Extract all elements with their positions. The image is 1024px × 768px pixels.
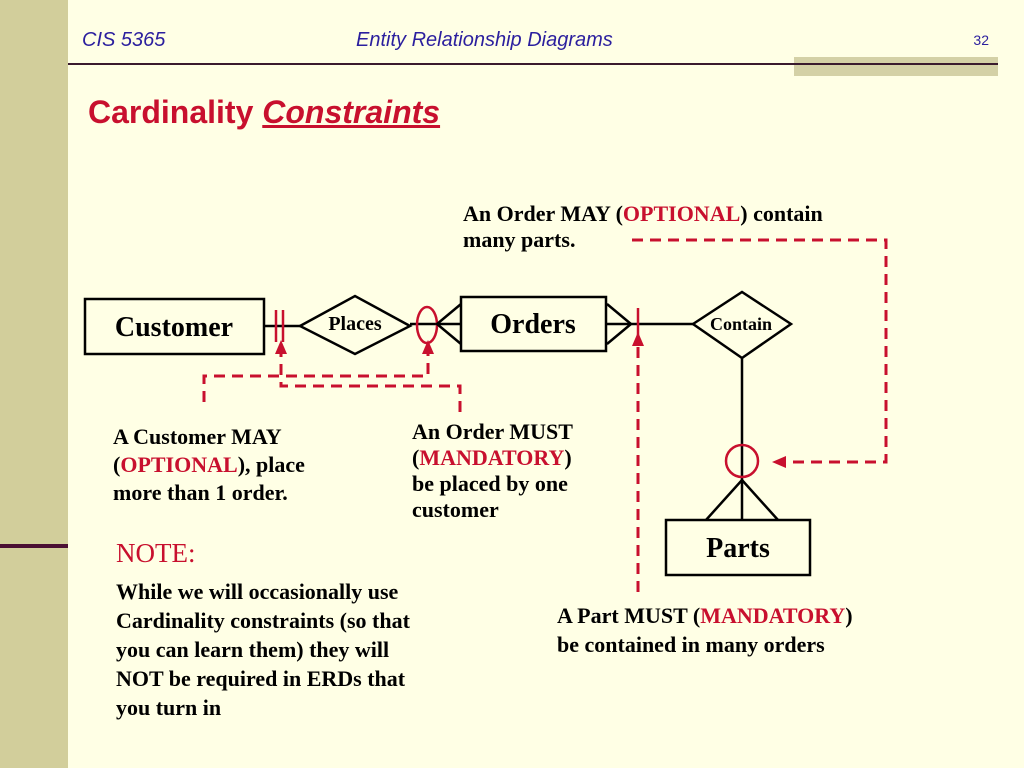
page-title: Cardinality Constraints <box>88 94 440 131</box>
places-diamond <box>297 294 413 356</box>
annotation-text: ) <box>845 603 853 628</box>
customer-label: Customer <box>115 312 233 343</box>
arrowhead-optional <box>422 340 434 354</box>
annotation-text: be placed by one <box>412 471 568 496</box>
header-rule <box>68 63 998 65</box>
annotation-arrows <box>202 238 888 592</box>
annotation-order-parts: An Order MAY (OPTIONAL) contain many par… <box>463 201 823 253</box>
arrowhead-parts <box>772 456 786 468</box>
course-label: CIS 5365 <box>82 29 166 51</box>
zero-circle-icon <box>724 443 760 479</box>
annotation-customer: A Customer MAY (OPTIONAL), place more th… <box>113 423 305 507</box>
entity-boxes <box>83 295 812 577</box>
annotation-keyword: OPTIONAL <box>120 452 238 477</box>
annotation-part-must: A Part MUST (MANDATORY) be contained in … <box>557 601 853 659</box>
annotation-text: ) contain <box>740 201 823 226</box>
annotation-text: A Customer MAY <box>113 424 282 449</box>
title-main: Cardinality <box>88 94 254 130</box>
annotation-text: be contained in many orders <box>557 632 825 657</box>
annotation-text: ( <box>113 452 121 477</box>
annotation-text: An Order MUST <box>412 419 573 444</box>
slide-number: 32 <box>973 32 989 48</box>
annotation-text: ( <box>412 445 420 470</box>
note-line: Cardinality constraints (so that <box>116 608 410 633</box>
sidebar-rule <box>0 544 68 548</box>
slide-topic: Entity Relationship Diagrams <box>356 29 613 51</box>
crows-foot-icon <box>705 478 779 521</box>
annotation-text: customer <box>412 497 499 522</box>
note-heading: NOTE: <box>116 538 196 568</box>
note-line: you turn in <box>116 695 222 720</box>
annotation-order-must: An Order MUST (MANDATORY) be placed by o… <box>412 419 573 523</box>
arrowheads <box>275 332 786 468</box>
crows-feet <box>435 303 779 521</box>
annotation-keyword: MANDATORY <box>700 603 846 628</box>
annotation-text: A Part MUST ( <box>557 603 701 628</box>
contain-diamond <box>690 290 794 360</box>
arrow-customer-optional <box>202 352 430 402</box>
note-line: NOT be required in ERDs that <box>116 666 406 691</box>
annotation-text: more than 1 order. <box>113 480 288 505</box>
title-emphasis: Constraints <box>262 94 441 130</box>
arrow-order-mandatory <box>279 352 462 412</box>
parts-entity-box <box>664 518 812 577</box>
annotation-text: ) <box>564 445 572 470</box>
note-line: you can learn them) they will <box>116 637 390 662</box>
annotation-keyword: MANDATORY <box>419 445 565 470</box>
contain-label: Contain <box>710 314 772 334</box>
customer-entity-box <box>83 297 266 356</box>
annotation-keyword: OPTIONAL <box>622 201 741 226</box>
orders-label: Orders <box>490 309 576 340</box>
annotation-text: ), place <box>237 452 305 477</box>
header-accent-bar <box>794 57 998 76</box>
crows-foot-icon <box>606 303 633 345</box>
places-label: Places <box>328 313 382 335</box>
sidebar-band <box>0 0 68 768</box>
arrow-order-parts <box>632 238 888 464</box>
annotation-text: many parts. <box>463 227 576 252</box>
crows-foot-icon <box>435 303 462 345</box>
note-body: While we will occasionally use Cardinali… <box>116 577 410 722</box>
orders-entity-box <box>459 295 608 353</box>
arrowhead-mandatory <box>275 340 287 354</box>
annotation-text: An Order MAY ( <box>463 201 623 226</box>
relationship-diamonds <box>297 290 794 360</box>
note-line: While we will occasionally use <box>116 579 399 604</box>
parts-label: Parts <box>706 533 770 564</box>
